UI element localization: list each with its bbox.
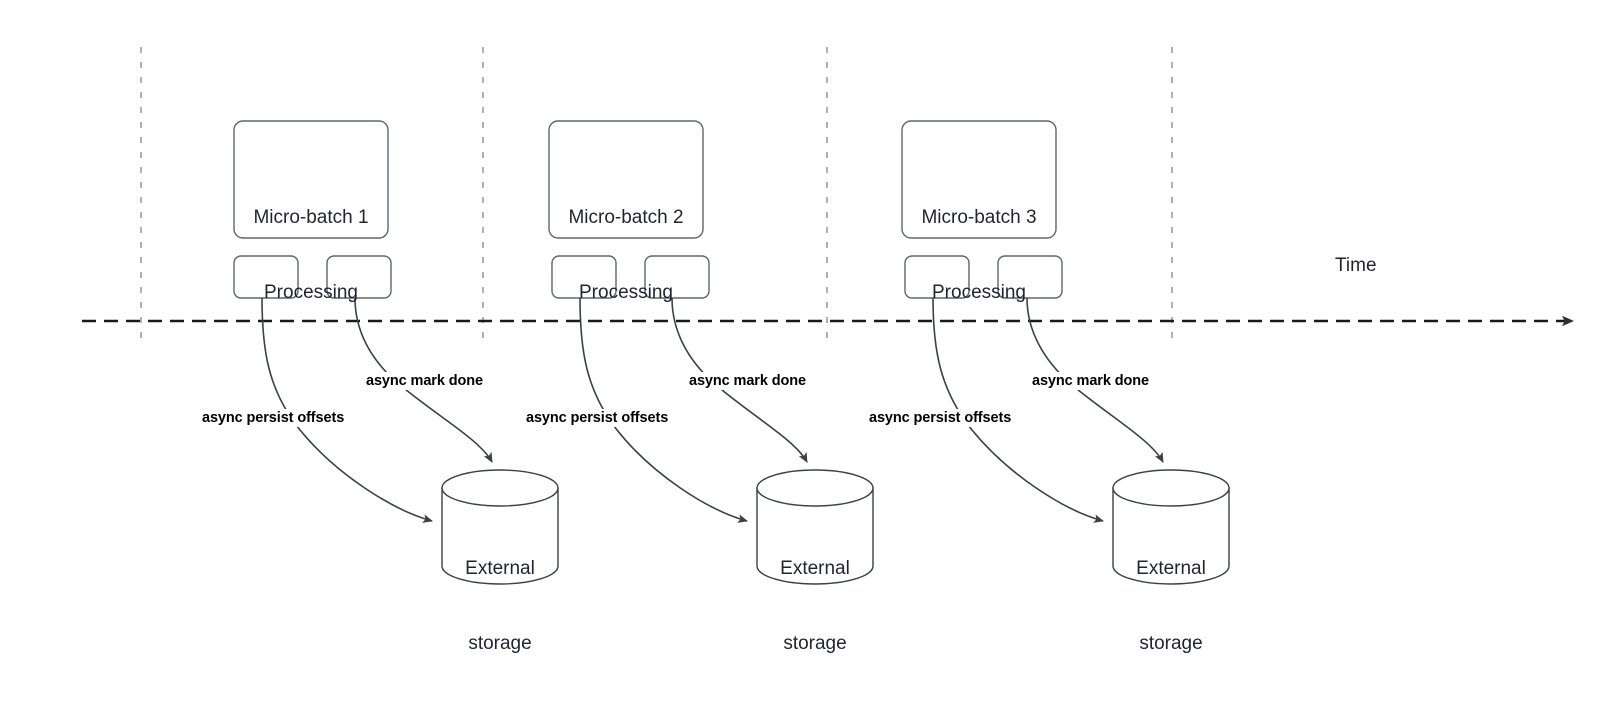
- micro-batch-3-box[interactable]: [901, 120, 1057, 239]
- edge-label-mark-done-3: async mark done: [1030, 372, 1151, 390]
- micro-batch-1-task-b[interactable]: [326, 255, 392, 299]
- edge-label-persist-offsets-3: async persist offsets: [867, 409, 1014, 427]
- micro-batch-2-box[interactable]: [548, 120, 704, 239]
- micro-batch-2-task-a[interactable]: [551, 255, 617, 299]
- time-axis-label: Time: [1335, 255, 1377, 276]
- edge-persist-offsets-1: [261, 297, 433, 523]
- micro-batch-3-task-b[interactable]: [997, 255, 1063, 299]
- micro-batch-3-task-a[interactable]: [904, 255, 970, 299]
- edge-persist-offsets-2: [579, 297, 748, 523]
- external-storage-3-cylinder[interactable]: [1112, 469, 1230, 585]
- group-2-shapes: [548, 120, 710, 299]
- async-edges: [261, 297, 1164, 523]
- external-storage-1-cylinder[interactable]: [441, 469, 559, 585]
- micro-batch-1-task-a[interactable]: [233, 255, 299, 299]
- micro-batch-1-box[interactable]: [233, 120, 389, 239]
- diagram-vector-layer: [82, 47, 1574, 585]
- edge-persist-offsets-3: [932, 297, 1104, 523]
- external-storage-2-cylinder[interactable]: [756, 469, 874, 585]
- group-1-shapes: [233, 120, 392, 299]
- micro-batch-2-task-b[interactable]: [644, 255, 710, 299]
- diagram-canvas: Micro-batch 1 Processing External storag…: [82, 47, 1574, 654]
- edge-label-mark-done-1: async mark done: [364, 372, 485, 390]
- timeline-boundary-ticks: [140, 47, 1173, 338]
- edge-label-persist-offsets-2: async persist offsets: [524, 409, 671, 427]
- edge-label-persist-offsets-1: async persist offsets: [200, 409, 347, 427]
- edge-label-mark-done-2: async mark done: [687, 372, 808, 390]
- group-3-shapes: [901, 120, 1063, 299]
